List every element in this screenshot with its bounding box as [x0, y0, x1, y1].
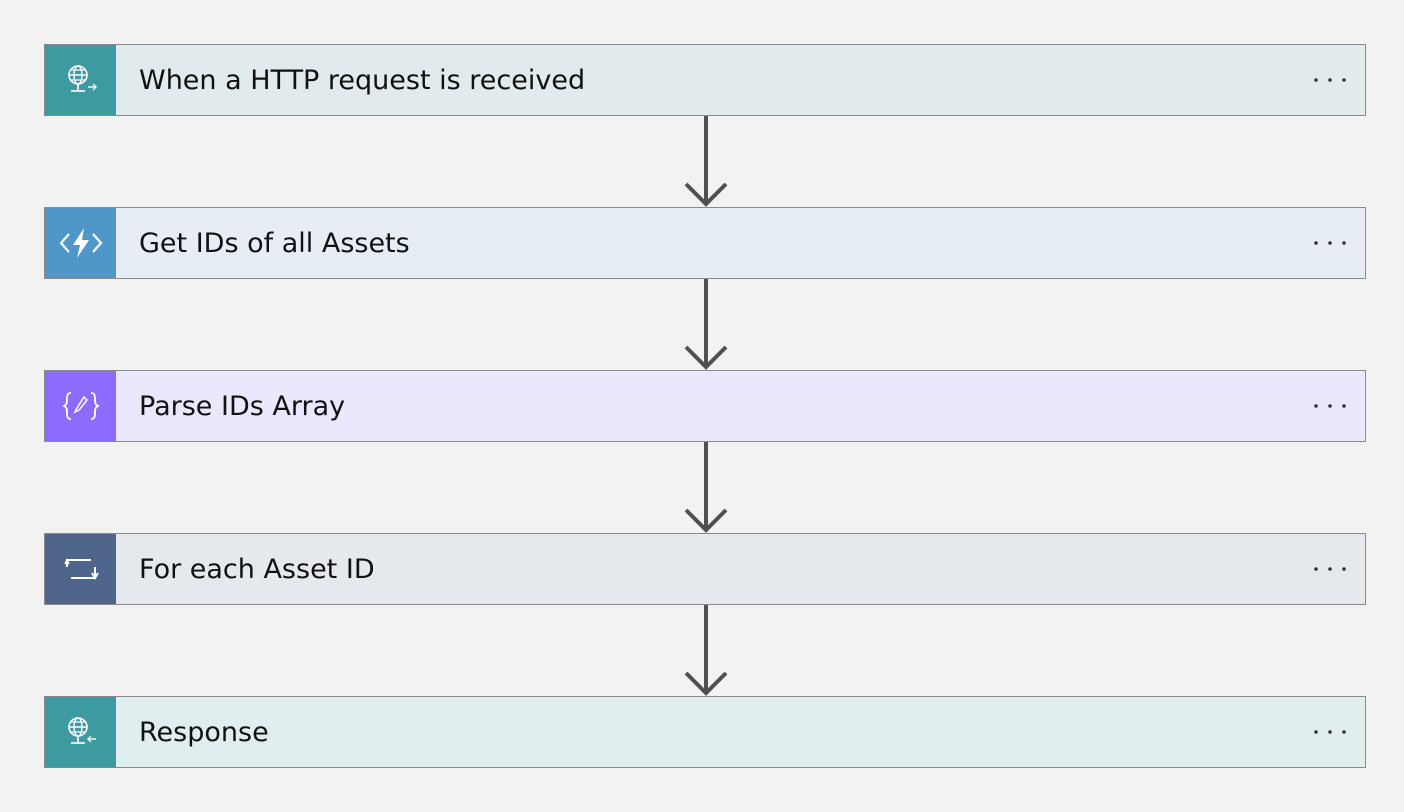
more-options-ellipsis-icon[interactable]: [1295, 371, 1365, 441]
azure-function-lightning-icon: [45, 208, 116, 278]
step-card-http-trigger[interactable]: When a HTTP request is received: [44, 44, 1366, 116]
parse-json-braces-icon: [45, 371, 116, 441]
for-each-loop-icon: [45, 534, 116, 604]
down-arrow-connector-icon: [684, 279, 728, 370]
more-options-ellipsis-icon[interactable]: [1295, 208, 1365, 278]
more-options-ellipsis-icon[interactable]: [1295, 45, 1365, 115]
http-response-globe-icon: [45, 697, 116, 767]
step-title: Get IDs of all Assets: [139, 227, 410, 259]
step-title: Parse IDs Array: [139, 390, 346, 422]
down-arrow-connector-icon: [684, 116, 728, 207]
more-options-ellipsis-icon[interactable]: [1295, 697, 1365, 767]
more-options-ellipsis-icon[interactable]: [1295, 534, 1365, 604]
step-title: For each Asset ID: [139, 553, 375, 585]
step-card-parse-ids[interactable]: Parse IDs Array: [44, 370, 1366, 442]
down-arrow-connector-icon: [684, 605, 728, 696]
step-title: When a HTTP request is received: [139, 64, 586, 96]
http-request-globe-icon: [45, 45, 116, 115]
down-arrow-connector-icon: [684, 442, 728, 533]
step-card-for-each[interactable]: For each Asset ID: [44, 533, 1366, 605]
step-title: Response: [139, 716, 269, 748]
step-card-response[interactable]: Response: [44, 696, 1366, 768]
step-card-get-asset-ids[interactable]: Get IDs of all Assets: [44, 207, 1366, 279]
